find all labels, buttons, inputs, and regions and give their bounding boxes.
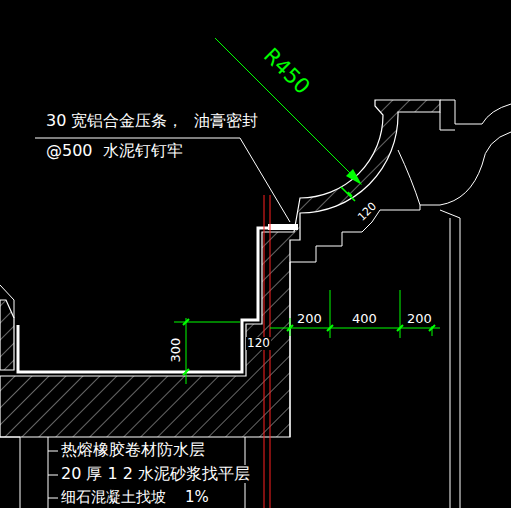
waterproof-membrane [18, 228, 298, 372]
dimension-tick [183, 319, 189, 375]
dimension-label: 200 [406, 312, 433, 326]
axis-line [264, 195, 270, 508]
layer-note: 20 厚 1 2 水泥砂浆找平层 [60, 465, 251, 483]
outline [0, 285, 14, 318]
layer-note: 细石混凝土找坡 1% [60, 489, 210, 506]
leader-line [35, 138, 290, 222]
layer-note: 热熔橡胶卷材防水层 [60, 441, 206, 459]
dimension-label: 300 [169, 337, 183, 364]
dimension-label: 120 [355, 200, 380, 225]
concrete-body [0, 100, 440, 437]
finish-outline [290, 132, 511, 437]
concrete-column [0, 300, 14, 370]
finish-outline [398, 100, 511, 508]
leader-line [48, 437, 58, 508]
dimension-line [270, 290, 440, 338]
dimension-line [174, 318, 240, 384]
radius-label: R450 [258, 43, 314, 99]
dimension-tick [341, 187, 355, 201]
aluminum-strip [268, 224, 298, 230]
dimension-label: 120 [246, 337, 271, 350]
note-text: 30 宽铝合金压条， 油膏密封 [45, 112, 259, 130]
dimension-label: 200 [296, 312, 323, 326]
note-text: @500 水泥钉钉牢 [45, 142, 184, 160]
radius-line [215, 38, 356, 179]
dimension-label: 400 [351, 312, 378, 326]
arrowhead [346, 169, 362, 185]
